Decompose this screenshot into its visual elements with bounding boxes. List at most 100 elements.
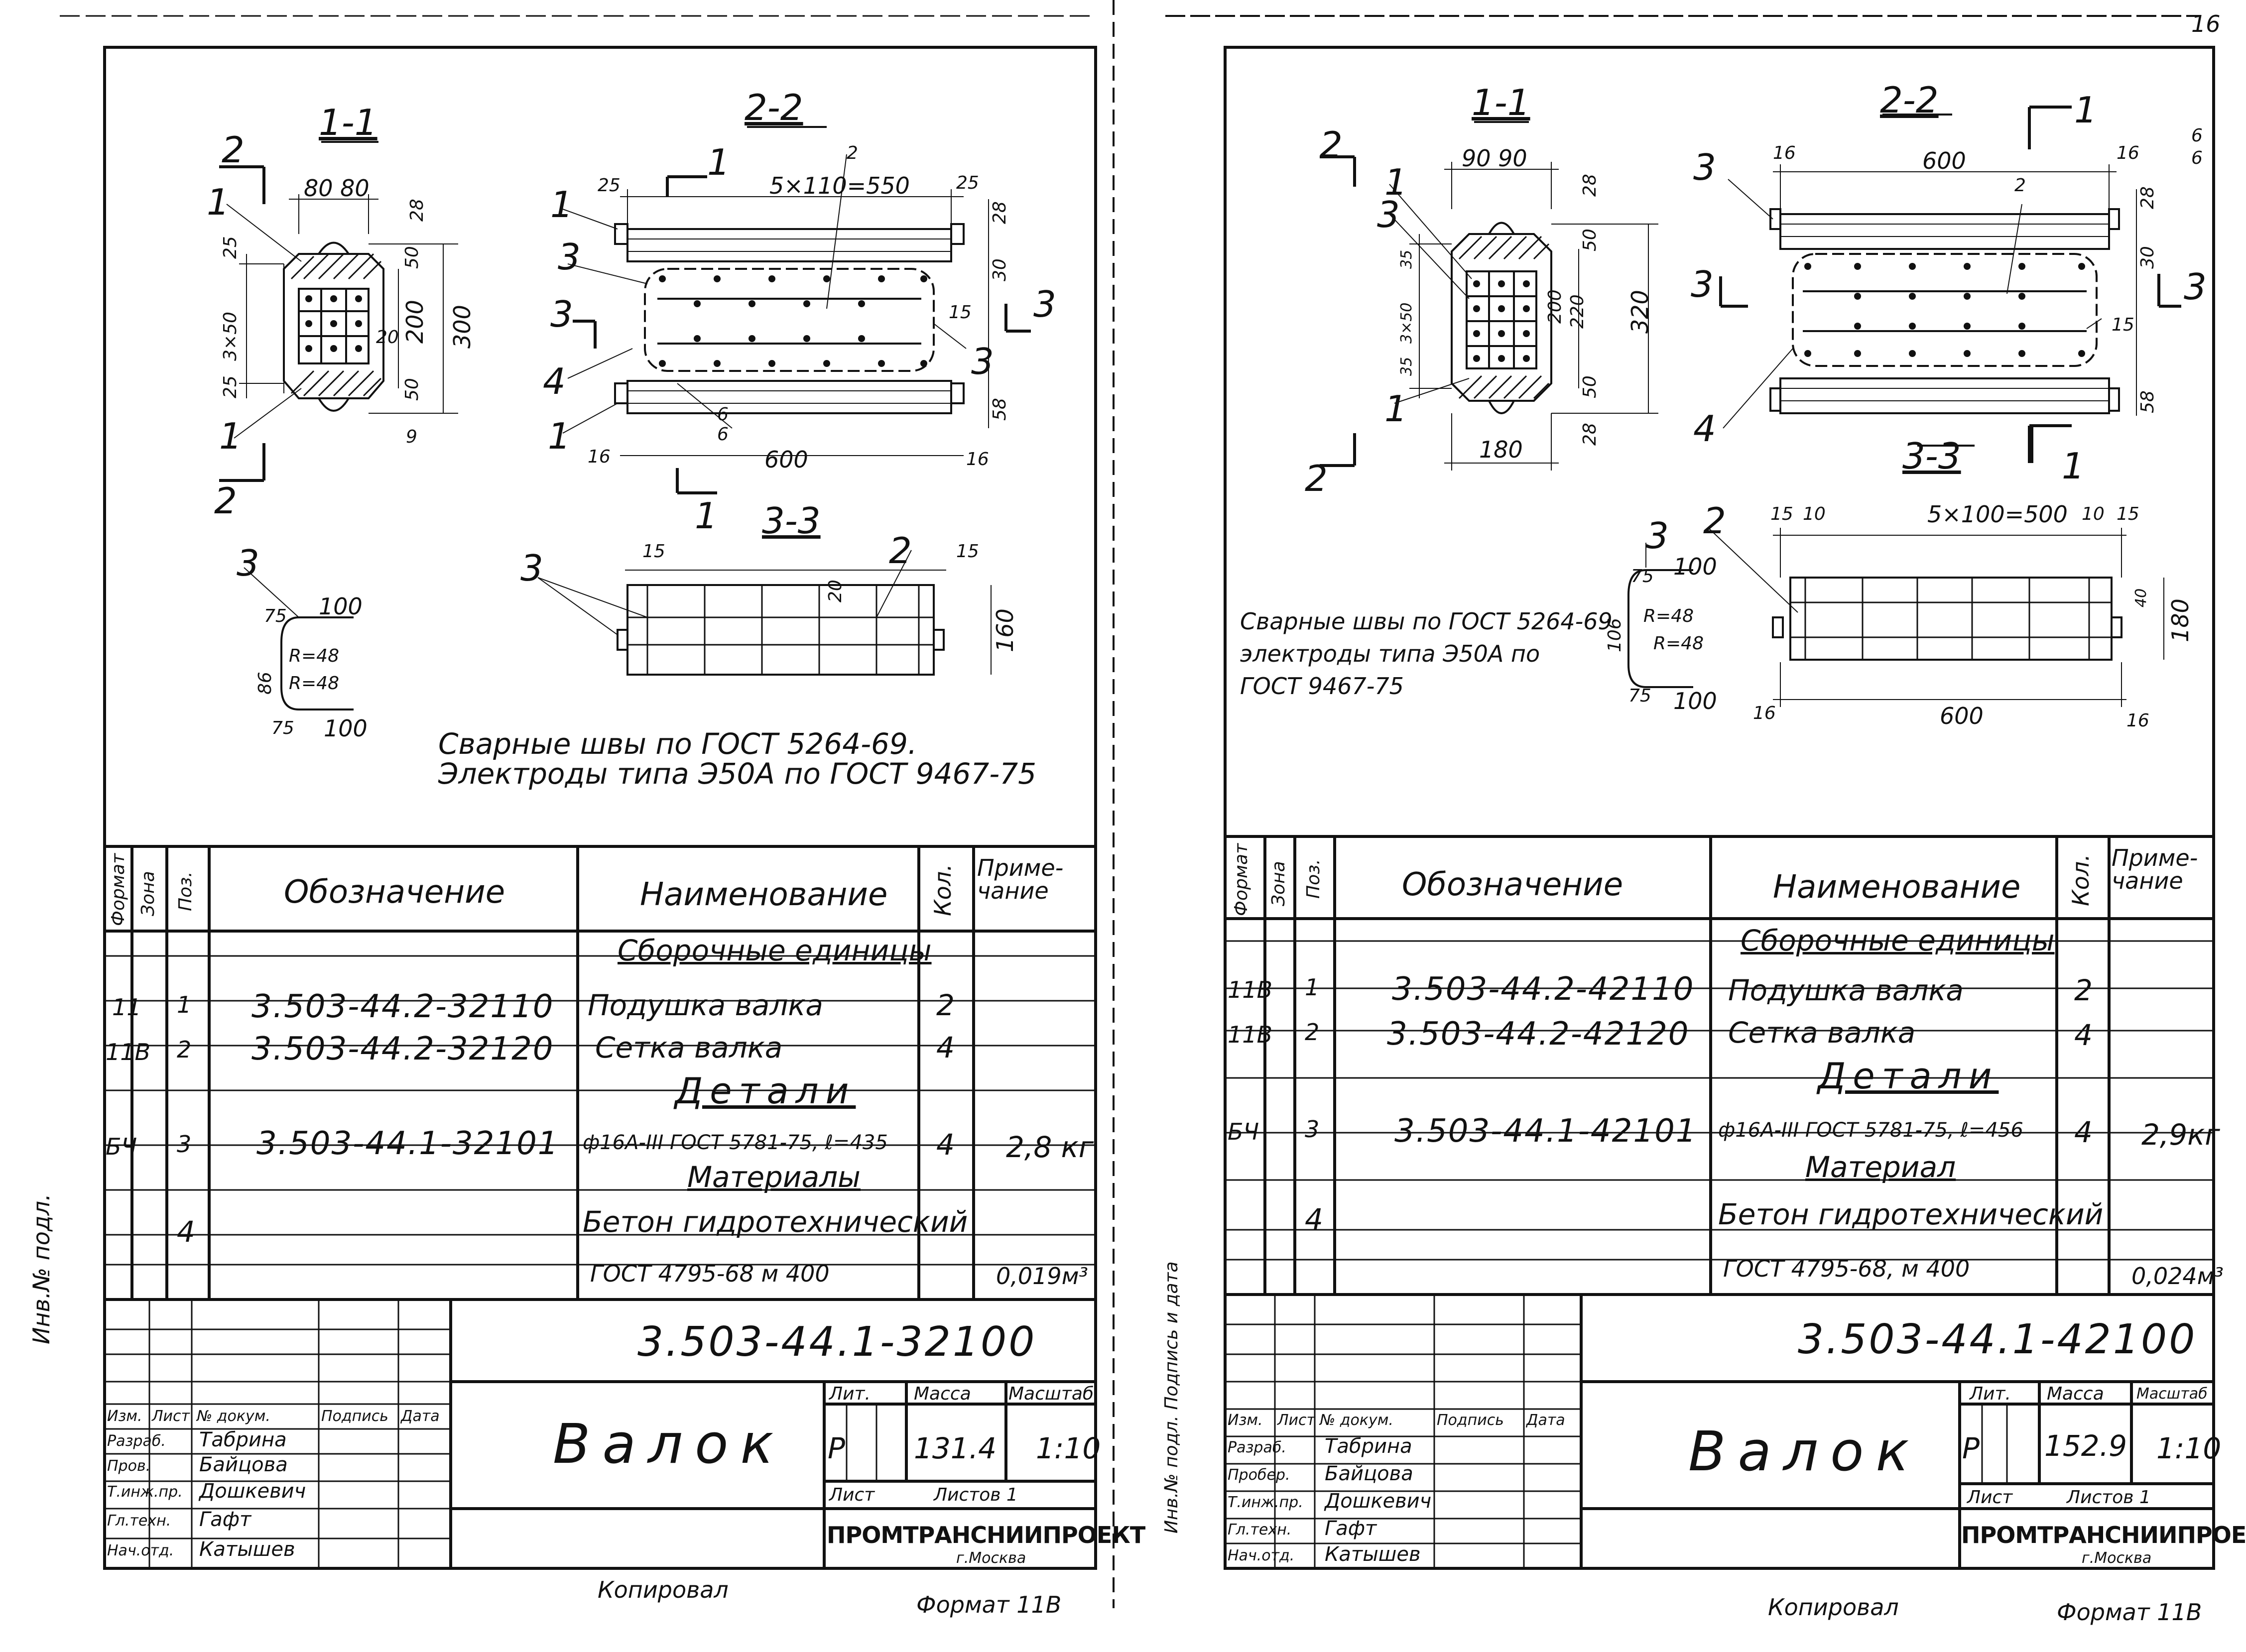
- weld-symbol: 6: [2191, 148, 2203, 168]
- spec-header-note: Приме-чание: [977, 854, 1064, 904]
- dim-label: 160: [992, 608, 1018, 652]
- spec-cell-qty: 4: [2074, 1018, 2093, 1052]
- spec-cell-note: 2,9кг: [2141, 1118, 2220, 1152]
- cut-mark: 1: [707, 141, 730, 183]
- dim-label: 100: [1673, 688, 1717, 714]
- side-stamp: Инв.№ подл.: [28, 1193, 55, 1344]
- signatory-role: Гл.техн.: [107, 1512, 171, 1530]
- spec-cell-name: Бетон гидротехнический: [1718, 1197, 2104, 1231]
- spec-cell-name: ГОСТ 4795-68, м 400: [1723, 1255, 1970, 1282]
- dim-label: 15: [642, 541, 665, 562]
- position-marker: 1: [219, 415, 242, 457]
- spec-cell-designation: 3.503-44.2-42110: [1392, 971, 1695, 1008]
- format-label: Формат 11В: [916, 1591, 1062, 1618]
- organization-name: ПРОМТРАНСНИИПРОЕКТ: [827, 1522, 1145, 1548]
- cut-mark: 2: [214, 480, 237, 522]
- dim-label: 5×110=550: [769, 172, 910, 199]
- dim-label: 75: [1631, 566, 1654, 587]
- spec-cell-format: БЧ: [1228, 1118, 1259, 1145]
- dim-label: 20: [376, 327, 399, 348]
- spec-cell-note: 0,019м³: [996, 1263, 1088, 1290]
- weld-symbol: 6: [717, 424, 729, 445]
- signatory-name: Катышев: [1325, 1543, 1421, 1566]
- position-marker: 1: [548, 415, 571, 457]
- dim-label: 50: [402, 378, 422, 401]
- signatory-name: Дошкевич: [199, 1480, 306, 1503]
- section-label-2-2: 2-2: [745, 87, 803, 128]
- spec-cell-designation: 3.503-44.1-32101: [256, 1125, 559, 1162]
- format-label: Формат 11В: [2057, 1599, 2202, 1626]
- scale-label: Масштаб: [2136, 1385, 2208, 1403]
- dim-label: 16: [588, 447, 611, 467]
- sheets-label: Листов 1: [2067, 1487, 2151, 1508]
- position-marker: 3: [1646, 515, 1669, 557]
- spec-cell-designation: 3.503-44.1-42101: [1394, 1113, 1697, 1150]
- cut-mark: 1: [2062, 445, 2085, 487]
- cut-mark: 3: [1033, 283, 1056, 325]
- drawing-title: Валок: [553, 1412, 785, 1476]
- spec-cell-name: Бетон гидротехнический: [583, 1205, 968, 1239]
- spec-cell-qty: 2: [936, 988, 955, 1022]
- cut-mark: 3: [1691, 263, 1714, 305]
- dim-label: 2: [847, 143, 858, 163]
- scale-value: 1:10: [1036, 1431, 1101, 1465]
- dim-label: 80 80: [304, 175, 370, 202]
- dim-label: 50: [402, 246, 422, 269]
- dim-label: 600: [764, 446, 808, 473]
- dim-label: 25: [956, 173, 979, 193]
- weld-symbol: 6: [717, 404, 729, 425]
- spec-cell-format: 11В: [1228, 976, 1273, 1003]
- lit-label: Лит.: [1970, 1384, 2011, 1404]
- signatory-role: Т.инж.пр.: [107, 1483, 183, 1501]
- signatory-name: Байцова: [1325, 1462, 1413, 1485]
- dim-label: 15: [1770, 504, 1793, 524]
- dim-label: 600: [1940, 703, 1984, 729]
- dim-label: 50: [1580, 375, 1600, 398]
- position-marker: 2: [889, 530, 912, 572]
- dim-label: 28: [407, 199, 427, 222]
- weld-symbol: 6: [2191, 125, 2203, 146]
- spec-cell-name: Сетка валка: [1728, 1016, 1916, 1050]
- spec-header-name: Наименование: [1773, 869, 2021, 906]
- dim-label: 28: [1580, 423, 1600, 446]
- section-label-1-1: 1-1: [1472, 82, 1530, 123]
- dim-label: 28: [1580, 174, 1600, 197]
- dim-label: 3×50: [220, 312, 241, 361]
- side-stamp: Инв.№ подл. Подпись и дата: [1161, 1261, 1182, 1534]
- dim-label: R=48: [1653, 633, 1704, 654]
- revision-col-header: № докум.: [1320, 1412, 1393, 1429]
- spec-cell-pos: 2: [177, 1036, 192, 1063]
- dim-label: 30: [2137, 246, 2158, 269]
- dim-label: 35: [1398, 356, 1415, 376]
- signatory-role: Нач.отд.: [107, 1542, 174, 1559]
- spec-cell-pos: 1: [1305, 974, 1320, 1001]
- revision-col-header: Подпись: [321, 1408, 388, 1425]
- dim-label: 200: [401, 300, 428, 344]
- position-marker: 1: [1384, 388, 1407, 430]
- sheet-label: Лист: [829, 1485, 875, 1505]
- dim-label: 180: [1479, 436, 1523, 463]
- spec-header-qty: Кол.: [2067, 854, 2094, 906]
- spec-cell-name: Сетка валка: [595, 1031, 783, 1064]
- lit-value: Р: [1962, 1431, 1980, 1465]
- copied-by-label: Копировал: [598, 1576, 729, 1603]
- spec-cell-name: Подушка валка: [588, 988, 823, 1022]
- signatory-name: Гафт: [1325, 1517, 1377, 1540]
- spec-cell-designation: 3.503-44.2-32120: [251, 1031, 554, 1067]
- signatory-role: Нач.отд.: [1228, 1547, 1295, 1564]
- dim-label: 100: [324, 715, 368, 742]
- spec-cell-pos: 1: [177, 991, 192, 1018]
- dim-label: 2: [2014, 175, 2026, 196]
- cut-mark: 3: [550, 293, 573, 335]
- signatory-name: Байцова: [199, 1453, 288, 1476]
- dim-label: 28: [2137, 186, 2158, 209]
- spec-cell-pos: 4: [177, 1215, 195, 1249]
- scale-label: Масштаб: [1008, 1384, 1094, 1404]
- page-number: 16: [2191, 10, 2221, 37]
- signatory-role: Пробер.: [1228, 1466, 1290, 1484]
- dim-label: 15: [2112, 315, 2134, 335]
- dim-label: 320: [1626, 290, 1653, 334]
- copied-by-label: Копировал: [1768, 1594, 1899, 1621]
- dim-label: 30: [990, 258, 1010, 281]
- dim-label: 25: [220, 236, 241, 259]
